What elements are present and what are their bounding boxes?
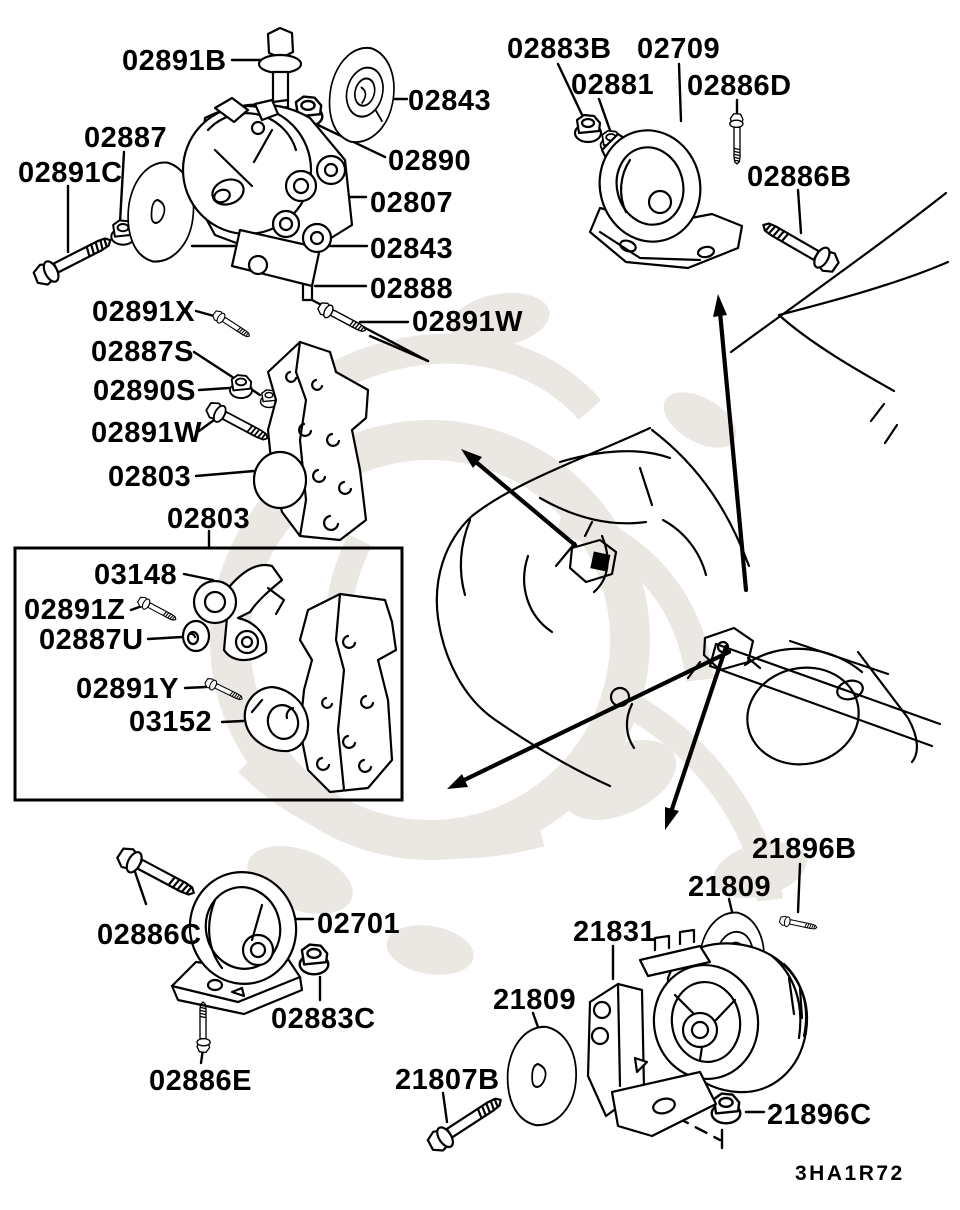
part-label-02886b: 02886B: [747, 161, 852, 193]
part-label-02803: 02803: [108, 461, 191, 493]
part-label-02891b: 02891B: [122, 45, 227, 77]
part-label-21896b: 21896B: [752, 833, 857, 865]
part-label-21809-right: 21809: [688, 871, 771, 903]
part-label-02701: 02701: [317, 908, 400, 940]
mount-02701-drawing: [170, 871, 304, 1016]
part-labels: 02891B 02843 02890 02887 02891C 02807 02…: [18, 33, 872, 1131]
bracket-02803-box-drawing: [298, 592, 398, 794]
nut-02890s: [229, 374, 253, 399]
part-label-03152: 03152: [129, 706, 212, 738]
part-label-02843-mid: 02843: [370, 233, 453, 265]
part-label-02807: 02807: [370, 187, 453, 219]
plate-02843-top: [318, 40, 406, 151]
plate-21809-left: [499, 1021, 584, 1131]
part-label-02886d: 02886D: [687, 70, 792, 102]
part-label-02890s: 02890S: [93, 375, 196, 407]
pointer-arrows: [447, 294, 749, 830]
nut-02883c: [298, 943, 330, 976]
part-label-02891z: 02891Z: [24, 594, 125, 626]
washer-02887u: [181, 619, 211, 653]
part-label-02843-top: 02843: [408, 85, 491, 117]
bolt-02891x: [210, 308, 253, 342]
pin-21896b: [778, 914, 819, 934]
bushing-03152-drawing: [243, 685, 310, 753]
part-label-21831: 21831: [573, 916, 656, 948]
part-label-02891c: 02891C: [18, 157, 123, 189]
part-label-21896c: 21896C: [767, 1099, 872, 1131]
bolt-02891w-right: [315, 299, 369, 338]
part-label-02887: 02887: [84, 122, 167, 154]
part-label-02890: 02890: [388, 145, 471, 177]
part-label-02886e: 02886E: [149, 1065, 252, 1097]
mount-02709-drawing: [588, 129, 744, 270]
part-label-02891x: 02891X: [92, 296, 195, 328]
diagram-code: 3HA1R72: [795, 1162, 905, 1185]
part-label-02886c: 02886C: [97, 919, 202, 951]
nut-21896c: [710, 1092, 742, 1125]
bolt-02891c: [29, 230, 117, 291]
part-label-02887s: 02887S: [91, 336, 194, 368]
part-label-02881: 02881: [571, 69, 654, 101]
nut-02883b: [573, 113, 603, 144]
part-label-03148: 03148: [94, 559, 177, 591]
engine-bay-sketch: [435, 191, 950, 788]
mount-02807-drawing: [181, 96, 354, 288]
part-label-02891w-right: 02891W: [412, 306, 523, 338]
part-label-02883c: 02883C: [271, 1003, 376, 1035]
part-label-02883b: 02883B: [507, 33, 612, 65]
part-label-02803-box: 02803: [167, 503, 250, 535]
part-label-02891w-left: 02891W: [91, 417, 202, 449]
bolt-02886d: [729, 112, 744, 165]
bolt-02891w-left: [202, 398, 273, 448]
part-03148-drawing: [192, 563, 286, 662]
mount-21831-drawing: [586, 928, 809, 1138]
part-label-02709: 02709: [637, 33, 720, 65]
bracket-02803-drawing: [252, 340, 370, 542]
bolt-02886e: [196, 1001, 211, 1054]
part-label-21809-left: 21809: [493, 984, 576, 1016]
bolt-02891z: [135, 594, 179, 626]
part-label-21807b: 21807B: [395, 1064, 500, 1096]
bolt-02886c: [112, 843, 200, 905]
bolt-21807b: [423, 1090, 509, 1157]
part-label-02888: 02888: [370, 273, 453, 305]
part-label-02891y: 02891Y: [76, 673, 179, 705]
part-label-02887u: 02887U: [39, 624, 144, 656]
leader-lines: [66, 58, 803, 1150]
